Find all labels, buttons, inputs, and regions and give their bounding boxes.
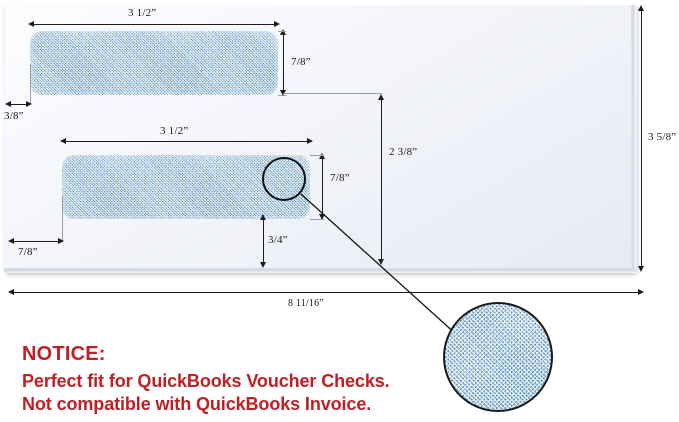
arrow-up-top-window-height (280, 29, 286, 35)
arrow-up-23-8 (378, 94, 384, 100)
arrow-down-23-8 (378, 259, 384, 265)
notice-heading: NOTICE: (22, 343, 106, 365)
security-pattern-magnified-detail (443, 302, 553, 412)
notice-block: NOTICE: Perfect fit for QuickBooks Vouch… (22, 343, 422, 415)
dim-line-bottom-gap (263, 219, 264, 264)
arrow-left-top-window-width (28, 21, 34, 27)
ext-line-23-8-top (283, 93, 382, 94)
dim-label-bottom-window-width: 3 1/2” (160, 125, 189, 137)
dim-label-top-window-width: 3 1/2” (128, 7, 157, 19)
ext-line-top-window-top (278, 31, 286, 32)
arrow-up-bottom-gap (260, 214, 266, 220)
dim-line-top-window-width (31, 24, 278, 25)
arrow-left-bottom-left-margin (8, 238, 14, 244)
dim-label-23-8: 2 3/8” (389, 146, 418, 158)
arrow-right-bottom-left-margin (58, 238, 64, 244)
ext-line-top-window-bottom (278, 95, 286, 96)
dim-label-top-window-height: 7/8” (291, 56, 311, 68)
arrow-left-overall-width (8, 289, 14, 295)
dim-line-bottom-window-height (322, 158, 323, 216)
notice-line-compatible: Perfect fit for QuickBooks Voucher Check… (22, 371, 390, 391)
arrow-left-bottom-window-width (60, 138, 66, 144)
security-pattern-callout-circle (262, 157, 306, 201)
arrow-left-left-margin (5, 101, 11, 107)
envelope-bottom-edge (4, 268, 636, 273)
dim-label-left-margin: 3/8” (4, 110, 24, 122)
arrow-up-overall-height (638, 5, 644, 11)
envelope-right-edge (631, 5, 636, 273)
dim-line-overall-height (641, 10, 642, 268)
dim-line-top-window-height (283, 34, 284, 92)
arrow-right-overall-width (638, 289, 644, 295)
dim-line-bottom-window-width (64, 141, 310, 142)
arrow-down-bottom-gap (260, 262, 266, 268)
arrow-right-left-margin (26, 101, 32, 107)
dim-line-left-margin (8, 104, 30, 105)
ext-line-bottom-window-top (310, 155, 324, 156)
arrow-right-bottom-window-width (307, 138, 313, 144)
dim-label-bottom-gap: 3/4” (268, 234, 288, 246)
dim-line-overall-width (12, 292, 642, 293)
dim-line-23-8 (381, 99, 382, 261)
dim-label-bottom-window-height: 7/8” (330, 172, 350, 184)
dim-label-overall-width: 8 11/16” (288, 298, 324, 309)
ext-line-bottom-window-bottom (310, 219, 324, 220)
arrow-down-overall-height (638, 266, 644, 272)
arrow-right-top-window-width (274, 21, 280, 27)
ext-line-top-window-left (30, 64, 31, 104)
dim-label-overall-height: 3 5/8” (648, 131, 677, 143)
dim-label-bottom-left-margin: 7/8” (18, 246, 38, 258)
arrow-up-bottom-window-height (319, 153, 325, 159)
ext-line-bottom-window-left (62, 196, 63, 242)
notice-line-incompatible: Not compatible with QuickBooks Invoice. (22, 393, 372, 414)
dim-line-bottom-left-margin (11, 241, 62, 242)
top-address-window (30, 31, 278, 95)
